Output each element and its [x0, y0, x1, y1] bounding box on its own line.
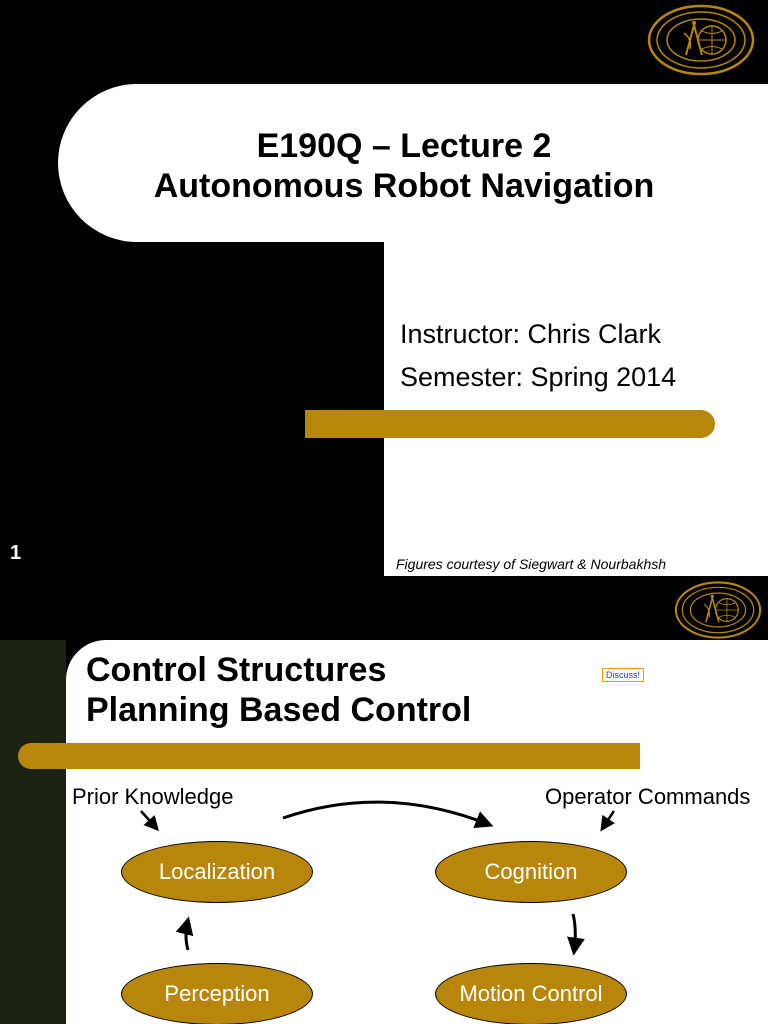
motion-control-label: Motion Control [459, 981, 603, 1006]
college-seal-icon [674, 581, 762, 639]
title-line-1: E190Q – Lecture 2 [256, 127, 552, 165]
side-strip [0, 640, 66, 1024]
slide-1: E190Q – Lecture 2 Autonomous Robot Navig… [10, 4, 768, 576]
title-pill [58, 84, 768, 242]
title-line-2: Autonomous Robot Navigation [153, 167, 655, 205]
accent-bar [18, 743, 640, 769]
college-seal-icon [647, 4, 755, 76]
discuss-link[interactable]: Discuss! [602, 668, 645, 682]
localization-label: Localization [158, 859, 276, 884]
semester-text: Semester: Spring 2014 [400, 362, 677, 392]
content-area [66, 640, 768, 1024]
localization-node: Localization [121, 841, 313, 903]
instructor-text: Instructor: Chris Clark [400, 319, 662, 349]
perception-node: Perception [121, 963, 313, 1024]
cognition-node: Cognition [435, 841, 627, 903]
operator-commands-label: Operator Commands [545, 784, 751, 809]
slide-2-title: Control Structures Planning Based Contro… [86, 650, 471, 730]
title-line-2: Planning Based Control [86, 691, 472, 729]
diagram-arrows [140, 800, 616, 956]
motion-control-node: Motion Control [435, 963, 627, 1024]
slide-2: Control Structures Planning Based Contro… [0, 578, 768, 1024]
title-line-1: Control Structures [86, 651, 387, 689]
prior-knowledge-label: Prior Knowledge [72, 784, 234, 809]
accent-bar [305, 410, 715, 438]
slide-number: 1 [10, 542, 22, 564]
info-panel [384, 242, 768, 576]
slide-1-title: E190Q – Lecture 2 Autonomous Robot Navig… [58, 126, 750, 206]
perception-label: Perception [164, 981, 270, 1006]
figure-credit: Figures courtesy of Siegwart & Nourbakhs… [396, 556, 667, 572]
cognition-label: Cognition [484, 859, 578, 884]
